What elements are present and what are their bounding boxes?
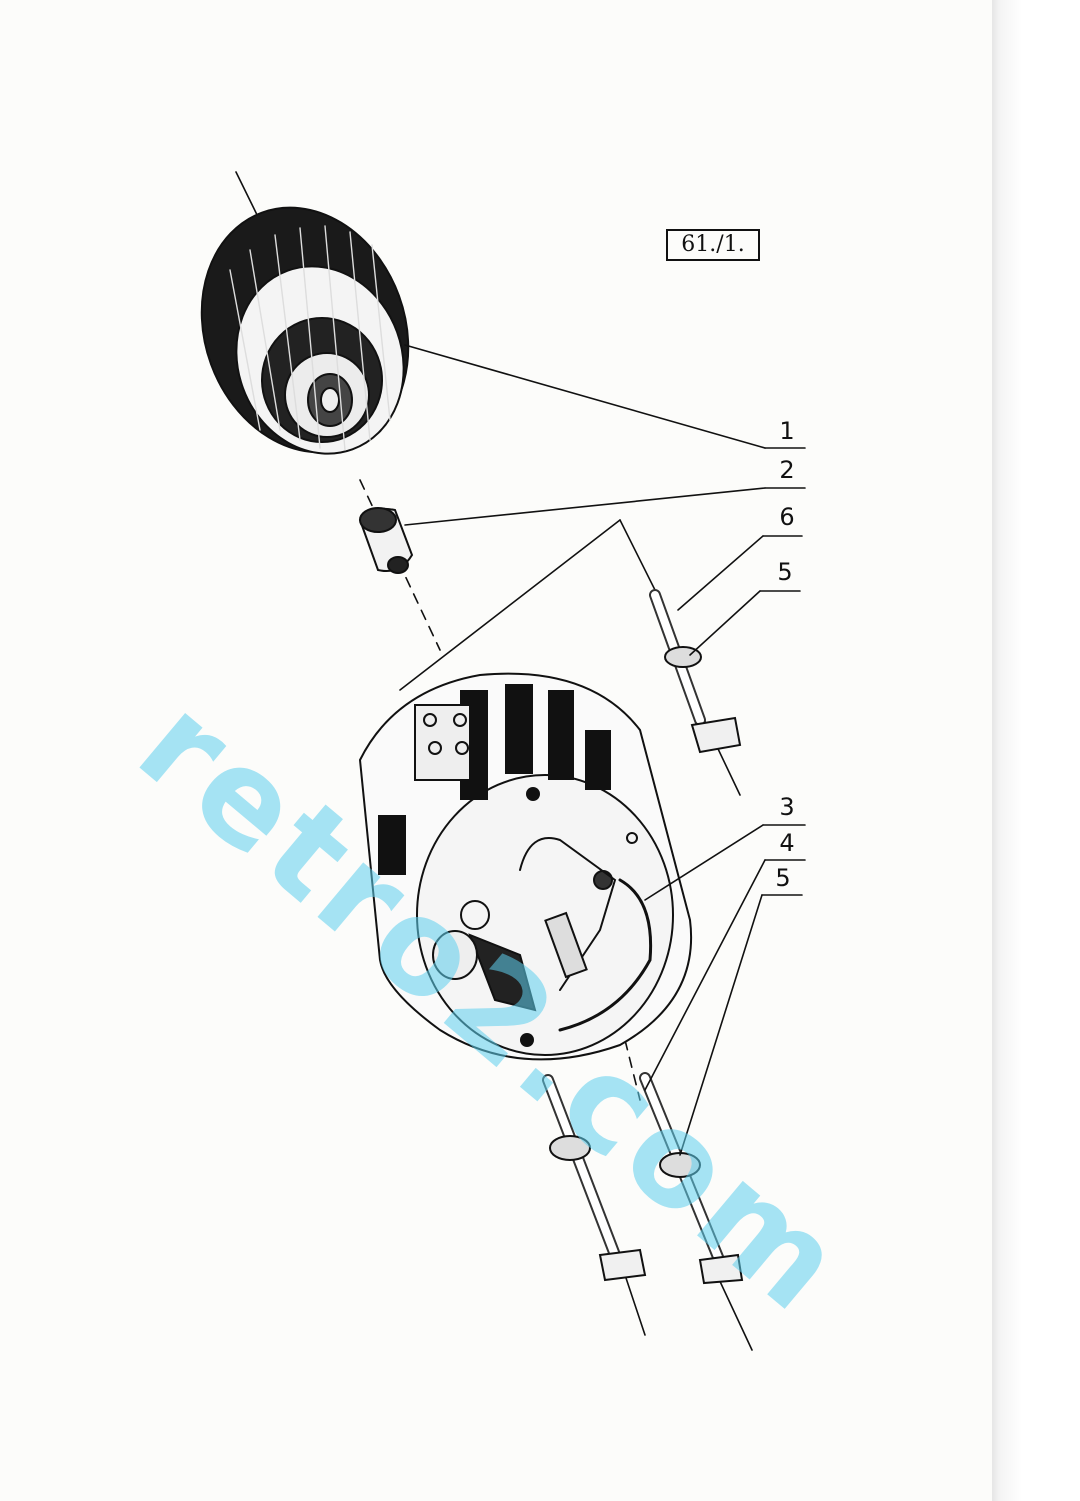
callout-4: 4 <box>779 829 795 857</box>
bolt-upper <box>649 589 742 754</box>
callout-5-upper: 5 <box>777 558 793 586</box>
figure-reference-box: 61./1. <box>666 229 760 261</box>
callout-1: 1 <box>779 417 795 445</box>
leader-lines <box>404 344 806 1156</box>
callout-2: 2 <box>779 456 795 484</box>
callout-6: 6 <box>779 503 795 531</box>
callout-5-lower: 5 <box>775 864 791 892</box>
bolt-lower-left <box>542 1074 647 1282</box>
callout-3: 3 <box>779 793 795 821</box>
motor-housing <box>358 672 693 1061</box>
page-binding-edge <box>992 0 1080 1501</box>
bolt-lower-right <box>639 1072 744 1285</box>
bushing <box>358 507 414 574</box>
armature-rotor <box>200 206 410 455</box>
